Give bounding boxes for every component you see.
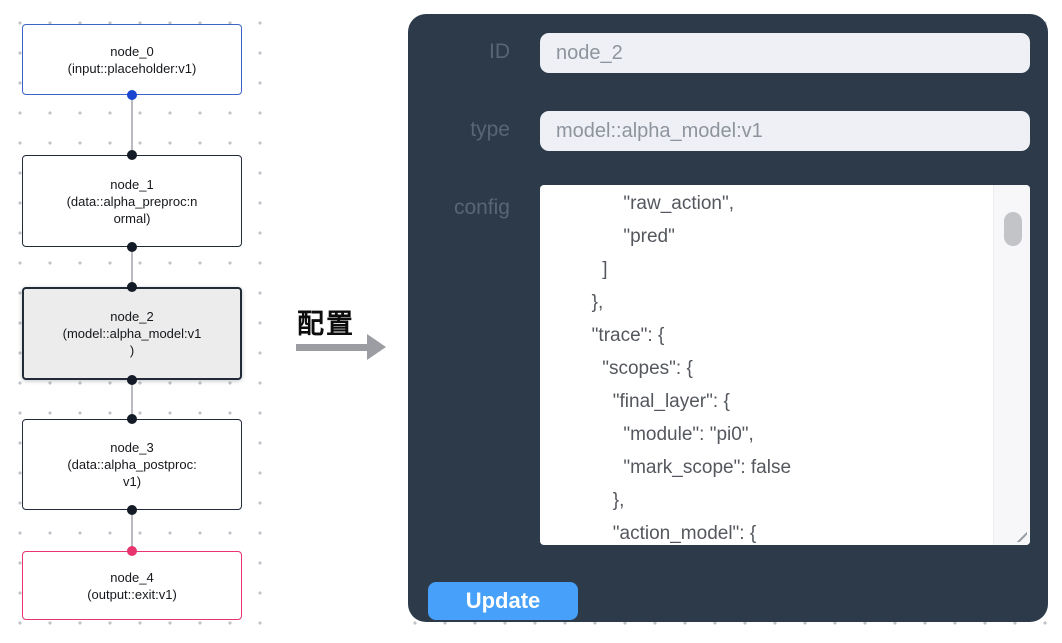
node-port[interactable] bbox=[127, 546, 137, 556]
id-label: ID bbox=[489, 40, 510, 63]
node-label: node_3(data::alpha_postproc:v1) bbox=[67, 439, 196, 490]
node-label-line: (data::alpha_preproc:n bbox=[66, 193, 198, 209]
node-label-line: node_1 bbox=[110, 176, 154, 192]
config-text[interactable]: "raw_action", "pred" ] }, "trace": { "sc… bbox=[591, 193, 792, 544]
flow-canvas[interactable]: node_0(input::placeholder:v1)node_1(data… bbox=[0, 0, 272, 643]
node-port[interactable] bbox=[127, 242, 137, 252]
type-label: type bbox=[470, 118, 510, 141]
arrow-right-icon bbox=[367, 334, 386, 360]
node-label-line: v1) bbox=[122, 474, 142, 489]
flow-edge bbox=[131, 95, 133, 155]
node-label-line: node_0 bbox=[110, 43, 154, 59]
node-label: node_0(input::placeholder:v1) bbox=[68, 43, 197, 77]
flow-node-node_3[interactable]: node_3(data::alpha_postproc:v1) bbox=[22, 419, 242, 510]
node-port[interactable] bbox=[127, 414, 137, 424]
node-port[interactable] bbox=[127, 375, 137, 385]
node-label-line: ) bbox=[129, 343, 135, 358]
node-label-line: (input::placeholder:v1) bbox=[67, 60, 197, 76]
transfer-label: 配置 bbox=[297, 309, 355, 339]
node-label-line: (data::alpha_postproc: bbox=[67, 457, 197, 472]
node-label-line: ormal) bbox=[113, 210, 151, 226]
flow-node-node_2[interactable]: node_2(model::alpha_model:v1) bbox=[22, 287, 242, 380]
node-port[interactable] bbox=[127, 150, 137, 160]
type-input[interactable] bbox=[540, 111, 1030, 151]
config-scrollbar[interactable] bbox=[993, 185, 1030, 545]
config-editor[interactable]: "raw_action", "pred" ] }, "trace": { "sc… bbox=[540, 185, 1030, 545]
node-port[interactable] bbox=[127, 90, 137, 100]
flow-node-node_0[interactable]: node_0(input::placeholder:v1) bbox=[22, 24, 242, 95]
node-label: node_4(output::exit:v1) bbox=[87, 569, 177, 603]
node-label-line: node_3 bbox=[110, 440, 154, 455]
node-port[interactable] bbox=[127, 505, 137, 515]
config-panel: ID type config "raw_action", "pred" ] },… bbox=[408, 14, 1048, 622]
node-label-line: node_2 bbox=[110, 309, 154, 324]
id-input[interactable] bbox=[540, 33, 1030, 73]
node-port[interactable] bbox=[127, 282, 137, 292]
flow-edge bbox=[131, 247, 133, 287]
flow-edge bbox=[131, 510, 133, 551]
update-button[interactable]: Update bbox=[428, 582, 578, 620]
config-label: config bbox=[453, 196, 510, 219]
flow-edge bbox=[131, 380, 133, 419]
config-scrollbar-thumb[interactable] bbox=[1004, 212, 1022, 246]
flow-node-node_4[interactable]: node_4(output::exit:v1) bbox=[22, 551, 242, 620]
node-label: node_2(model::alpha_model:v1) bbox=[63, 308, 202, 359]
node-label-line: (output::exit:v1) bbox=[87, 586, 177, 602]
node-label-line: node_4 bbox=[110, 569, 154, 585]
node-label-line: (model::alpha_model:v1 bbox=[62, 326, 202, 341]
arrow-right-icon bbox=[296, 344, 369, 351]
